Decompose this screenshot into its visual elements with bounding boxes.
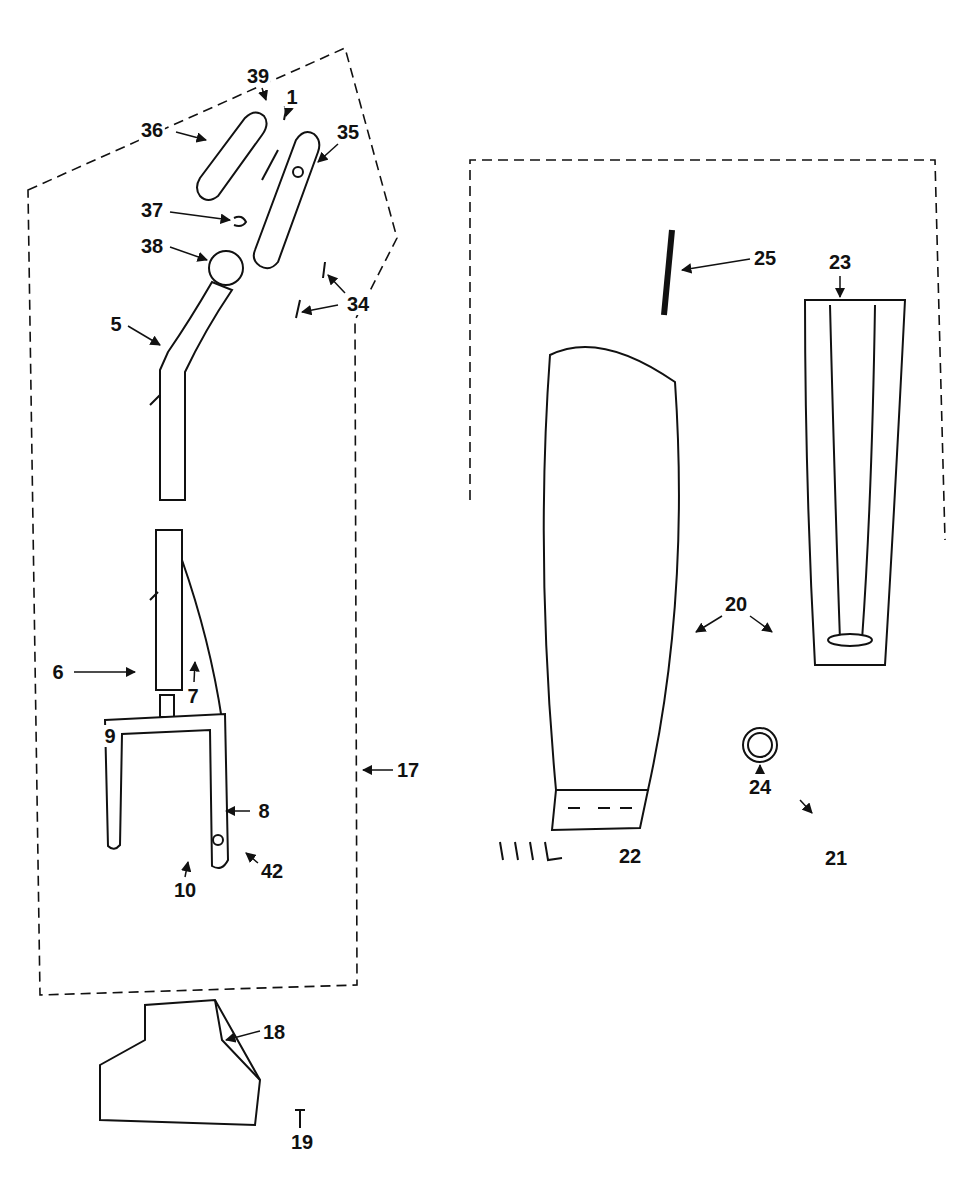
callout-number: 38 [139,235,165,257]
callout-number: 7 [185,685,200,707]
callout-number: 20 [723,593,749,615]
rod [262,150,278,180]
leader-lines [74,88,840,1040]
callout-number: 19 [289,1131,315,1153]
callout-number: 10 [172,879,198,901]
plate-holes [568,807,632,809]
bracket [105,714,228,868]
handle-parts [100,110,325,1128]
callout-number: 42 [259,860,285,882]
callout-number: 22 [617,845,643,867]
callout-number: 9 [102,725,117,747]
callout-number: 23 [827,251,853,273]
callout-number: 34 [345,293,371,315]
callout-number: 6 [50,661,65,683]
screw-hole [293,167,303,177]
housing-edge [215,1000,260,1080]
inner-bag [805,300,905,665]
housing [100,1000,260,1125]
callout-number: 25 [752,247,778,269]
callout-number: 21 [823,847,849,869]
group-outline [28,48,945,995]
tube-clip [150,395,160,600]
bag-parts [500,230,905,860]
bag-plate [552,790,648,830]
bag-opening [828,634,872,646]
callout-number: 36 [139,119,165,141]
ring [743,728,777,762]
ball-joint [209,251,243,285]
post [160,695,174,717]
handle-grip [197,112,267,200]
callout-number: 17 [395,759,421,781]
fasteners [500,842,562,860]
callout-number: 35 [335,121,361,143]
outer-bag [544,347,679,790]
strip [664,230,672,315]
pivot [213,835,223,845]
callout-number: 5 [108,313,123,335]
bag-fold [830,305,875,640]
upper-tube [160,282,232,500]
callout-number: 39 [245,65,271,87]
lower-tube [156,530,182,690]
clip [234,217,246,226]
callout-number: 8 [256,800,271,822]
callout-number: 18 [261,1021,287,1043]
handle-tube [254,132,320,268]
callout-number: 37 [139,199,165,221]
ring [748,733,772,757]
callout-number: 24 [747,776,773,798]
callout-number: 1 [284,86,299,108]
screw [295,1110,305,1128]
